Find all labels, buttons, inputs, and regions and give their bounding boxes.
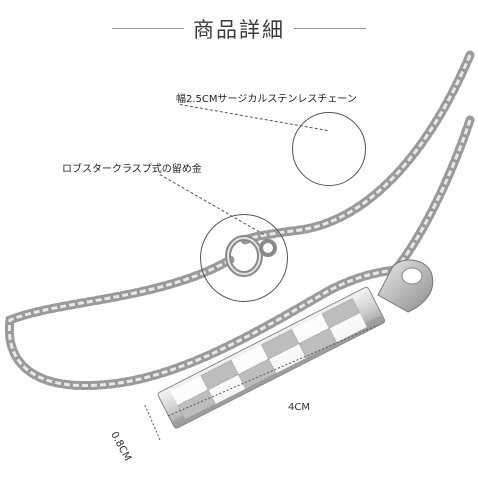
chain-callout-label: 幅2.5CMサージカルステンレスチェーン [176, 94, 357, 105]
pendant-bar [157, 286, 386, 430]
chain-detail-circle [292, 112, 366, 186]
page-title: 商品詳細 [193, 18, 285, 42]
title-divider-right [294, 28, 366, 29]
length-dimension-label: 4CM [288, 402, 310, 413]
title-divider-left [112, 28, 184, 29]
clasp-detail-circle [200, 214, 288, 302]
pendant-bail [377, 259, 434, 313]
chain-right-lower [390, 115, 475, 275]
header: 商品詳細 [0, 10, 478, 46]
clasp-callout-label: ロブスタークラスプ式の留め金 [62, 164, 202, 175]
